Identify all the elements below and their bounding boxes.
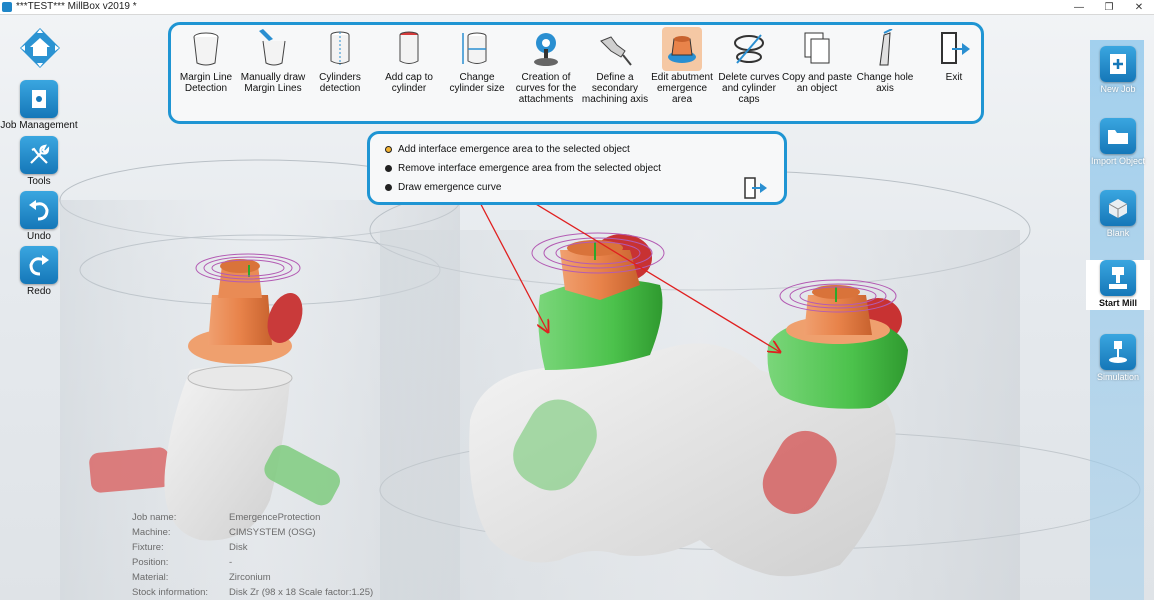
edit-abutment-emergence-area-label: Edit abutment emergence area [651, 72, 713, 105]
new-job-icon [1100, 46, 1136, 82]
import-object-button[interactable]: Import Object [1086, 118, 1150, 166]
start-mill-button[interactable]: Start Mill [1086, 260, 1150, 310]
undo-button[interactable]: Undo [20, 191, 58, 242]
define-secondary-machining-axis-label: Define a secondary machining axis [581, 72, 649, 105]
exit-icon [744, 177, 767, 199]
options-exit-button[interactable] [742, 176, 770, 200]
add-cap-to-cylinder-label: Add cap to cylinder [385, 72, 433, 94]
home-icon [20, 28, 60, 68]
redo-label: Redo [27, 286, 51, 297]
delete-curves-and-caps-button[interactable]: Delete curves and cylinder caps [713, 27, 785, 105]
option-add-label: Add interface emergence area to the sele… [398, 144, 630, 155]
cylinders-detection-label: Cylinders detection [319, 72, 361, 94]
window-title: ***TEST*** MillBox v2019 * [16, 1, 137, 12]
radio-selected-icon [385, 146, 392, 153]
change-cylinder-size-label: Change cylinder size [449, 72, 505, 94]
margin-line-detection-button[interactable]: Margin Line Detection [170, 27, 242, 94]
emergence-options-panel: Add interface emergence area to the sele… [367, 131, 787, 205]
undo-label: Undo [27, 231, 51, 242]
simulation-button[interactable]: Simulation [1086, 334, 1150, 382]
mill-icon [1100, 260, 1136, 296]
copy-and-paste-object-button[interactable]: Copy and paste an object [781, 27, 853, 94]
manually-draw-margin-lines-button[interactable]: Manually draw Margin Lines [237, 27, 309, 94]
margin-line-detection-label: Margin Line Detection [179, 72, 233, 94]
edit-abutment-emergence-area-button[interactable]: Edit abutment emergence area [646, 27, 718, 105]
option-remove-label: Remove interface emergence area from the… [398, 163, 661, 174]
option-add-emergence-area[interactable]: Add interface emergence area to the sele… [385, 144, 630, 155]
delete-curve-icon [729, 27, 769, 71]
bridge-model[interactable] [469, 232, 908, 577]
cylinder-cap-icon [389, 27, 429, 71]
job-management-icon [20, 80, 58, 118]
change-hole-axis-button[interactable]: Change hole axis [849, 27, 921, 94]
change-hole-axis-label: Change hole axis [856, 72, 914, 94]
copy-and-paste-object-label: Copy and paste an object [781, 72, 853, 94]
simulation-icon [1100, 334, 1136, 370]
maximize-button[interactable]: ❐ [1104, 1, 1114, 13]
attachment-icon [526, 27, 566, 71]
cylinder-cup-icon [186, 27, 226, 71]
option-draw-emergence-curve[interactable]: Draw emergence curve [385, 182, 501, 193]
exit-label: Exit [945, 72, 963, 83]
title-bar: ***TEST*** MillBox v2019 * — ❐ ✕ [0, 0, 1154, 15]
new-job-button[interactable]: New Job [1086, 46, 1150, 94]
new-job-label: New Job [1100, 84, 1136, 94]
wrench-screwdriver-icon [20, 136, 58, 174]
home-button[interactable] [18, 26, 62, 70]
left-abutment-model[interactable] [88, 253, 344, 541]
hole-axis-icon [865, 27, 905, 71]
delete-curves-and-caps-label: Delete curves and cylinder caps [718, 72, 780, 105]
app-icon [2, 2, 12, 12]
abutment-icon [662, 27, 702, 71]
tool-ribbon: Margin Line Detection Manually draw Marg… [168, 22, 984, 124]
redo-button[interactable]: Redo [20, 246, 58, 297]
manually-draw-margin-lines-label: Manually draw Margin Lines [240, 72, 306, 94]
creation-of-curves-button[interactable]: Creation of curves for the attachments [510, 27, 582, 105]
viewport-3d[interactable] [0, 15, 1154, 600]
machining-axis-icon [595, 27, 635, 71]
import-object-label: Import Object [1090, 156, 1146, 166]
copy-icon [797, 27, 837, 71]
folder-icon [1100, 118, 1136, 154]
blank-cube-icon [1100, 190, 1136, 226]
start-mill-label: Start Mill [1098, 298, 1137, 308]
add-cap-to-cylinder-button[interactable]: Add cap to cylinder [373, 27, 445, 94]
exit-button[interactable]: Exit [918, 27, 990, 83]
radio-icon [385, 184, 392, 191]
minimize-button[interactable]: — [1074, 1, 1084, 13]
tools-button[interactable]: Tools [20, 136, 58, 187]
change-cylinder-size-button[interactable]: Change cylinder size [441, 27, 513, 94]
job-management-label: Job Management [0, 120, 78, 131]
pencil-cup-icon [253, 27, 293, 71]
tools-label: Tools [27, 176, 51, 187]
cylinders-detection-button[interactable]: Cylinders detection [304, 27, 376, 94]
define-secondary-machining-axis-button[interactable]: Define a secondary machining axis [579, 27, 651, 105]
creation-of-curves-label: Creation of curves for the attachments [515, 72, 577, 105]
redo-icon [20, 246, 58, 284]
blank-label: Blank [1106, 228, 1130, 238]
blank-button[interactable]: Blank [1086, 190, 1150, 238]
exit-icon [934, 27, 974, 71]
option-remove-emergence-area[interactable]: Remove interface emergence area from the… [385, 163, 661, 174]
radio-icon [385, 165, 392, 172]
job-management-button[interactable]: Job Management [0, 80, 78, 131]
close-button[interactable]: ✕ [1134, 1, 1144, 13]
simulation-label: Simulation [1096, 372, 1140, 382]
cylinder-dashed-icon [320, 27, 360, 71]
undo-icon [20, 191, 58, 229]
option-draw-label: Draw emergence curve [398, 182, 502, 193]
cylinder-resize-icon [457, 27, 497, 71]
